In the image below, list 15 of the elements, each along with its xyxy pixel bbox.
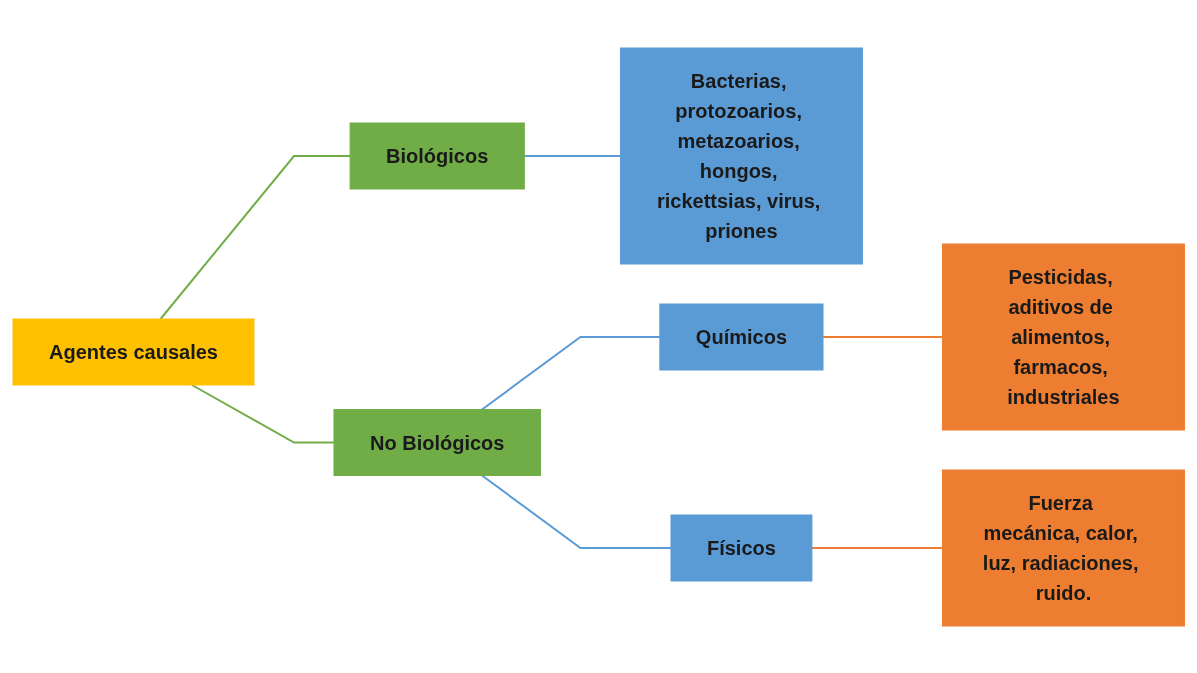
node-box: Físicos	[670, 514, 813, 581]
node-box: Químicos	[659, 303, 824, 370]
node-box: Pesticidas, aditivos de alimentos, farmacos, industriales	[941, 243, 1185, 430]
connector	[523, 154, 622, 157]
connector	[190, 383, 335, 443]
connector	[480, 474, 672, 549]
node-box: Bacterias, protozoarios, metazoarios, hongos, rickettsias, virus, priones	[619, 47, 863, 264]
node-box: No Biológicos	[333, 408, 541, 476]
connector	[821, 335, 944, 338]
node-box: Fuerza mecánica, calor, luz, radiaciones, ruido.	[941, 469, 1185, 626]
node-box: Biológicos	[349, 122, 525, 189]
connector	[810, 546, 944, 549]
connector	[480, 335, 661, 410]
node-box: Agentes causales	[12, 318, 255, 385]
connector	[159, 154, 351, 320]
